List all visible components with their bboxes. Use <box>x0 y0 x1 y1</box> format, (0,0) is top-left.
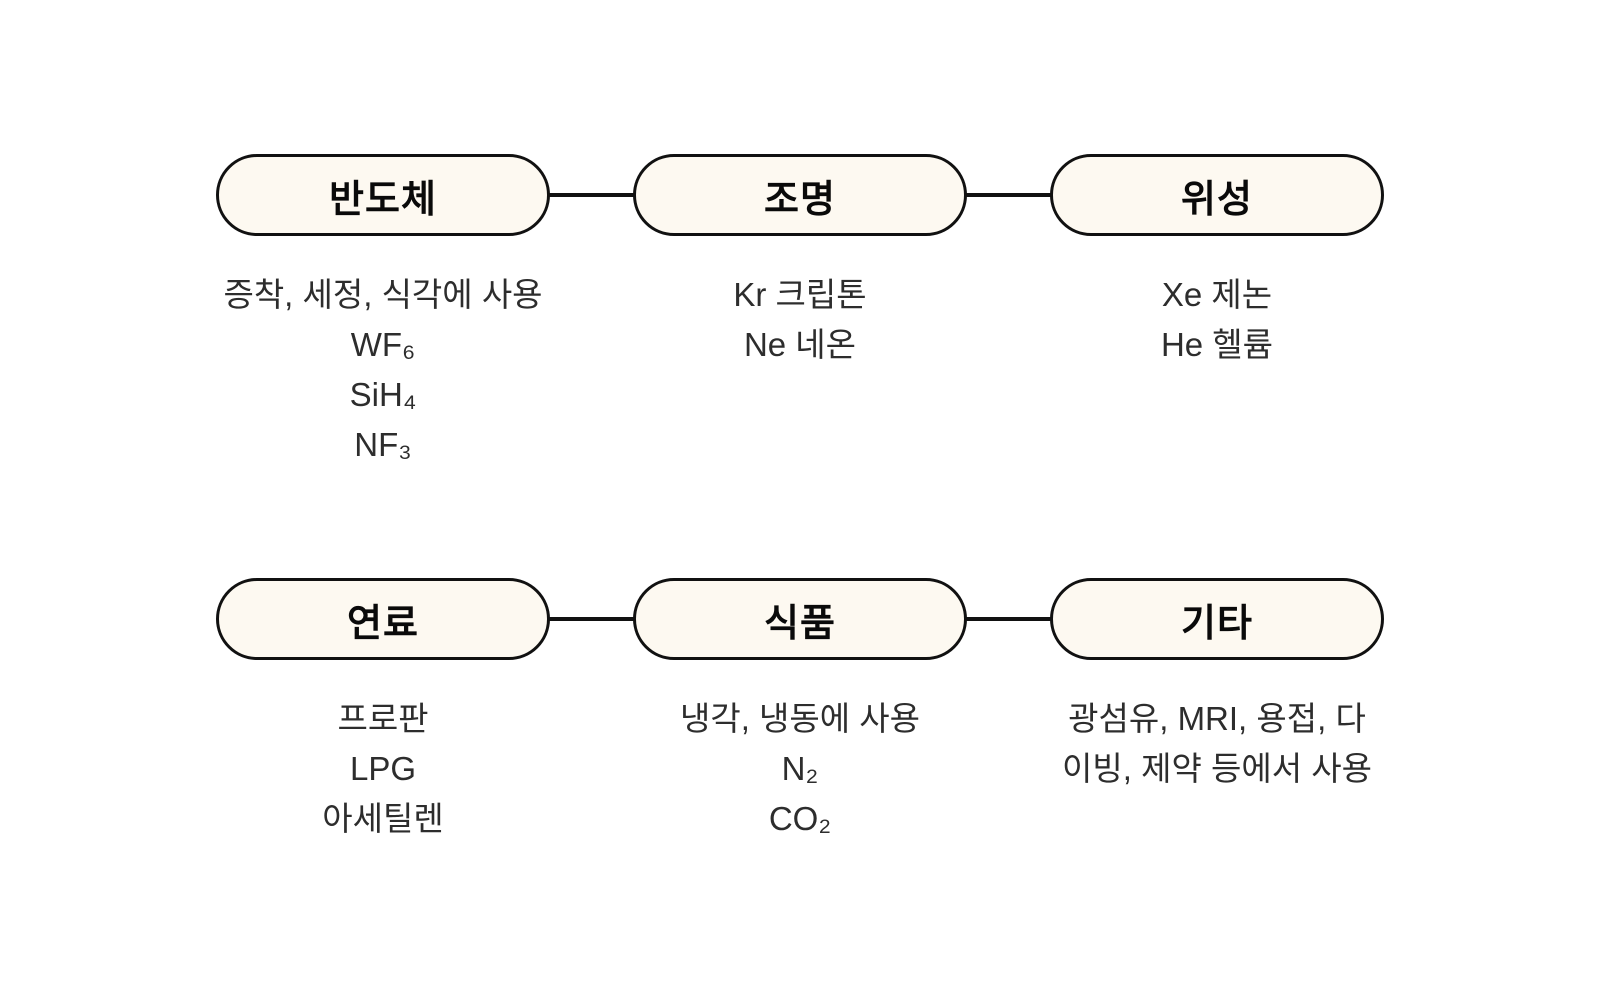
detail-line: NF₃ <box>354 426 412 463</box>
detail-line: He 헬륨 <box>1160 326 1274 363</box>
node-title: 기타 <box>1181 602 1253 645</box>
node-pill-food: 식품 <box>633 578 967 660</box>
detail-line: Xe 제논 <box>1161 276 1273 313</box>
details-food: 냉각, 냉동에 사용 N₂ CO₂ <box>610 694 990 844</box>
detail-line: 프로판 <box>337 700 429 737</box>
node-pill-satellite: 위성 <box>1050 154 1384 236</box>
node-title: 위성 <box>1181 178 1253 221</box>
node-title: 조명 <box>764 178 836 221</box>
detail-line: 광섬유, MRI, 용접, 다 <box>1068 700 1366 737</box>
details-fuel: 프로판 LPG 아세틸렌 <box>193 694 573 844</box>
detail-line: LPG <box>349 750 417 787</box>
detail-line: 아세틸렌 <box>322 800 444 837</box>
detail-line: Ne 네온 <box>743 326 857 363</box>
details-others: 광섬유, MRI, 용접, 다 이빙, 제약 등에서 사용 <box>1027 694 1407 794</box>
node-pill-semiconductor: 반도체 <box>216 154 550 236</box>
node-pill-fuel: 연료 <box>216 578 550 660</box>
detail-line: N₂ <box>781 750 819 787</box>
details-semiconductor: 증착, 세정, 식각에 사용 WF₆ SiH₄ NF₃ <box>193 270 573 470</box>
node-pill-others: 기타 <box>1050 578 1384 660</box>
detail-line: 이빙, 제약 등에서 사용 <box>1062 750 1372 787</box>
detail-line: SiH₄ <box>349 376 417 413</box>
detail-line: CO₂ <box>768 800 832 837</box>
detail-line: Kr 크립톤 <box>733 276 867 313</box>
node-title: 연료 <box>347 602 419 645</box>
details-satellite: Xe 제논 He 헬륨 <box>1027 270 1407 370</box>
node-title: 반도체 <box>329 178 437 221</box>
detail-line: 냉각, 냉동에 사용 <box>679 700 921 737</box>
node-title: 식품 <box>764 602 836 645</box>
details-lighting: Kr 크립톤 Ne 네온 <box>610 270 990 370</box>
detail-line: WF₆ <box>350 326 416 363</box>
detail-line: 증착, 세정, 식각에 사용 <box>223 276 543 313</box>
node-pill-lighting: 조명 <box>633 154 967 236</box>
